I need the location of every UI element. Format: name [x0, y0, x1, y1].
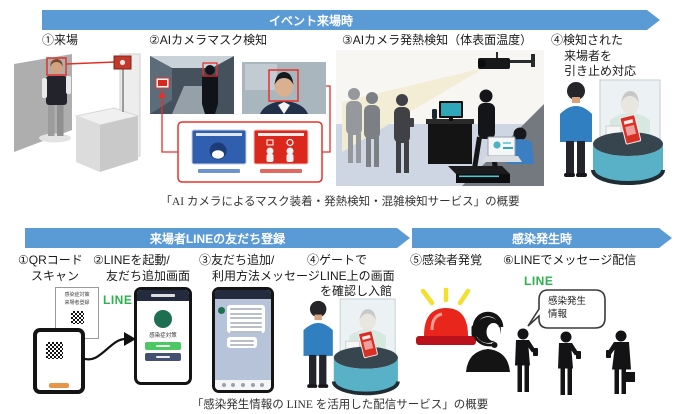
mask-ok-screen — [191, 129, 247, 165]
phone-line-friend-add: 感染症対策 — [134, 287, 192, 385]
talk-button — [145, 353, 181, 361]
recipient-person-1-icon — [515, 328, 538, 392]
operator-at-laptop — [482, 127, 534, 164]
phone-line-chat — [212, 287, 274, 393]
counter-body — [593, 144, 663, 183]
gate-desk-illustration — [303, 298, 400, 396]
floor-marker — [39, 133, 71, 143]
step-label-case-found: ⑤感染者発覚 — [410, 253, 483, 267]
chat-body — [215, 299, 271, 380]
wall-display-icon — [155, 77, 170, 89]
red-sign — [358, 330, 378, 359]
thermal-camera-icon — [478, 52, 535, 69]
phone-home-button — [49, 383, 69, 388]
bottom-caption: 「感染発生情報の LINE を活用した配信サービス」の概要 — [191, 399, 489, 411]
recipient-person-2-icon — [558, 331, 581, 395]
face-photo — [242, 62, 326, 114]
step-label-stop-visitor: ④検知された 来場者を 引き止め対応 — [551, 33, 637, 79]
usage-message-bubble — [227, 305, 265, 333]
flow-arrow — [81, 332, 136, 361]
counter-side — [100, 116, 138, 172]
step-label-add-friend: ③友だち追加/ 利用方法メッセージ — [199, 253, 320, 283]
step-label-fever-detection: ③AIカメラ発熱検知（体表面温度） — [342, 33, 533, 47]
face-detection-box — [46, 57, 67, 76]
siren-icon — [416, 308, 476, 345]
mask-detection-illustration — [150, 56, 331, 183]
mask-alert-screen — [253, 129, 309, 165]
banner-line-registration: 来場者LINEの友だち登録 — [25, 228, 410, 248]
connector-arrowhead — [158, 90, 166, 98]
banner-event-arrival: イベント来場時 — [42, 10, 660, 30]
counter-rim — [331, 381, 400, 396]
top-caption: 「AI カメラによるマスク装着・発熱検知・混雑検知サービス」の概要 — [160, 196, 520, 208]
head-detection-box — [202, 62, 218, 77]
line-account-name: 感染症対策 — [149, 333, 177, 339]
face-detection-box — [268, 69, 299, 102]
ok-caption-bar — [198, 169, 240, 173]
infection-found-illustration — [416, 288, 510, 372]
step-label-launch-line: ②LINEを起動/ 友だち追加画面 — [93, 253, 191, 283]
recipients-crowd-illustration — [515, 328, 635, 395]
stop-desk-illustration — [560, 79, 665, 185]
scanning-phone — [33, 328, 85, 394]
red-sign — [619, 114, 642, 145]
chat-header — [215, 290, 271, 299]
broadcast-message-text: 感染発生 情報 — [548, 296, 587, 320]
connector-right — [322, 85, 331, 153]
connector-left — [161, 96, 178, 153]
poster-text: 感染症対策 来場者登録 — [64, 292, 90, 306]
line-brand-label: LINE — [103, 293, 133, 307]
reception-desk — [426, 101, 474, 164]
step-label-line-broadcast: ⑥LINEでメッセージ配信 — [503, 253, 637, 267]
chat-avatar-icon — [218, 307, 225, 314]
queue-person-gray-2-icon — [364, 92, 380, 167]
queue-person-gray-1-icon — [346, 88, 362, 163]
counter-front — [76, 116, 100, 172]
operator-headset-icon — [466, 311, 510, 372]
visitor-person-icon — [303, 300, 333, 388]
chat-toolbar — [215, 380, 271, 390]
step-label-mask-detection: ②AIカメラマスク検知 — [149, 33, 268, 47]
counter-rim — [591, 169, 665, 185]
second-message-bubble — [227, 337, 257, 348]
analysis-box-device — [448, 166, 510, 183]
step-label-arrival: ①来場 — [42, 33, 79, 47]
fever-detection-illustration — [336, 50, 544, 186]
qr-code-icon — [70, 311, 84, 324]
visitor-person-icon — [560, 82, 592, 177]
counter-body — [333, 357, 398, 394]
arrival-illustration — [14, 53, 141, 172]
alert-caption-bar — [260, 169, 302, 173]
phone-app-header — [137, 290, 189, 301]
line-account-avatar-icon — [154, 310, 172, 328]
detection-line — [65, 61, 116, 65]
speech-bubble — [527, 289, 606, 329]
step-label-gate-check: ④ゲートで LINE上の画面 を確認し入館 — [307, 253, 395, 299]
corridor-photo — [150, 56, 234, 114]
visitor-person-icon — [42, 59, 71, 136]
line-brand-label: LINE — [524, 274, 554, 288]
qr-code-icon — [46, 342, 63, 359]
alert-rays — [420, 288, 471, 306]
add-friend-button — [145, 342, 181, 350]
entry-camera-icon — [113, 55, 132, 112]
step-label-qr-scan: ①QRコード スキャン — [18, 253, 83, 283]
queue-person-phone-icon — [394, 94, 414, 173]
banner-infection-outbreak: 感染発生時 — [412, 228, 672, 248]
recipient-person-3-icon — [606, 330, 635, 394]
walking-person-silhouette — [202, 65, 218, 114]
